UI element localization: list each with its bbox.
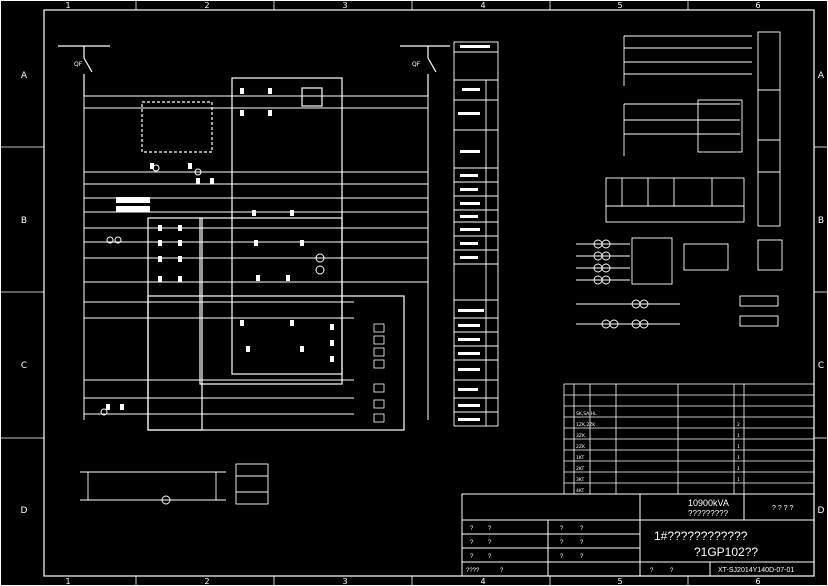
- part-code-3: 3ZK: [576, 433, 586, 439]
- title-block: [461, 493, 815, 577]
- row-label-a-right: A: [818, 71, 825, 81]
- capacity-subtext: ?????????: [688, 509, 729, 518]
- top-bus-left: [58, 45, 110, 96]
- part-code-6: 2KT: [576, 466, 584, 472]
- capacity-text: 10900kVA: [688, 498, 729, 508]
- col-label-3: 3: [342, 1, 347, 10]
- ladder-rungs: [84, 95, 428, 415]
- row-label-b: B: [21, 216, 27, 226]
- col-label-1: 1: [65, 1, 70, 10]
- row-label-b-right: B: [818, 216, 824, 226]
- part-qty-2: 1: [737, 433, 740, 439]
- tb-mid-cell-2: ?: [580, 526, 584, 532]
- tb-mid-cell-3: ?: [560, 540, 564, 546]
- tb-left-cell-8: ?: [500, 568, 504, 574]
- contacts: [106, 88, 334, 410]
- drawing-number: XT-SJ2014Y140D-07-01: [718, 567, 794, 574]
- part-code-4: 2ZK: [576, 444, 586, 450]
- tb-left-cell-7: ????: [466, 568, 480, 574]
- meter-circuit-top: [623, 31, 781, 173]
- tb-left-cell-4: ?: [488, 540, 492, 546]
- inner-border: [43, 9, 815, 577]
- tb-left-cell-5: ?: [470, 554, 474, 560]
- col-label-2-bottom: 2: [204, 577, 209, 586]
- row-label-c-right: C: [818, 361, 824, 371]
- drawing-title: 1#????????????: [654, 529, 748, 543]
- part-code-5: 1KT: [576, 455, 584, 461]
- tb-left-cell-3: ?: [470, 540, 474, 546]
- col-label-4: 4: [480, 1, 485, 10]
- part-qty-5: 1: [737, 466, 740, 472]
- tb-mid-cell-4: ?: [580, 540, 584, 546]
- terminal-strip: [373, 323, 385, 423]
- zone-markers-rows: [0, 146, 828, 439]
- row-label-c: C: [21, 361, 27, 371]
- parts-table: [563, 383, 815, 495]
- tb-mid-cell-5: ?: [560, 554, 564, 560]
- col-label-6: 6: [755, 1, 760, 10]
- breaker-right-label: QF: [412, 61, 421, 68]
- part-code-1: SK,SA,HL: [576, 411, 597, 417]
- top-bus-right: [400, 45, 450, 96]
- function-legend: [453, 41, 499, 427]
- part-code-7: 3KT: [576, 477, 584, 483]
- part-code-8: 4KT: [576, 488, 584, 494]
- col-label-5-bottom: 5: [617, 577, 622, 586]
- tb-bottom-cell-1: ?: [650, 568, 654, 574]
- row-label-d: D: [21, 506, 28, 516]
- tb-left-cell-2: ?: [488, 526, 492, 532]
- relay-enclosure: [141, 77, 405, 431]
- part-qty-1: 2: [737, 422, 740, 428]
- drawing-subtitle: ?1GP102??: [694, 545, 758, 559]
- col-label-1-bottom: 1: [65, 577, 70, 586]
- tb-bottom-cell-2: ?: [670, 568, 674, 574]
- col-label-4-bottom: 4: [480, 577, 485, 586]
- col-label-6-bottom: 6: [755, 577, 760, 586]
- col-label-5: 5: [617, 1, 622, 10]
- breaker-left-label: QF: [74, 61, 83, 68]
- tb-left-cell-6: ?: [488, 554, 492, 560]
- indicator-circuits: [576, 237, 783, 329]
- part-qty-4: 1: [737, 455, 740, 461]
- row-label-d-right: D: [818, 506, 825, 516]
- legend-text-marks: [458, 45, 490, 421]
- row-label-a: A: [21, 71, 28, 81]
- col-label-3-bottom: 3: [342, 577, 347, 586]
- tb-left-cell-1: ?: [470, 526, 474, 532]
- part-code-2: 1ZK,2ZK: [576, 422, 596, 428]
- tb-mid-cell-6: ?: [580, 554, 584, 560]
- coils: [100, 164, 325, 416]
- zone-markers-columns: [135, 0, 689, 586]
- part-qty-3: 1: [737, 444, 740, 450]
- ct-block: [605, 171, 781, 227]
- col-label-2: 2: [204, 1, 209, 10]
- auxiliary-circuit: [80, 463, 269, 505]
- left-device-boxes: [116, 197, 150, 212]
- corner-mark: ? ? ? ?: [772, 505, 794, 512]
- tb-mid-cell-1: ?: [560, 526, 564, 532]
- part-qty-6: 1: [737, 477, 740, 483]
